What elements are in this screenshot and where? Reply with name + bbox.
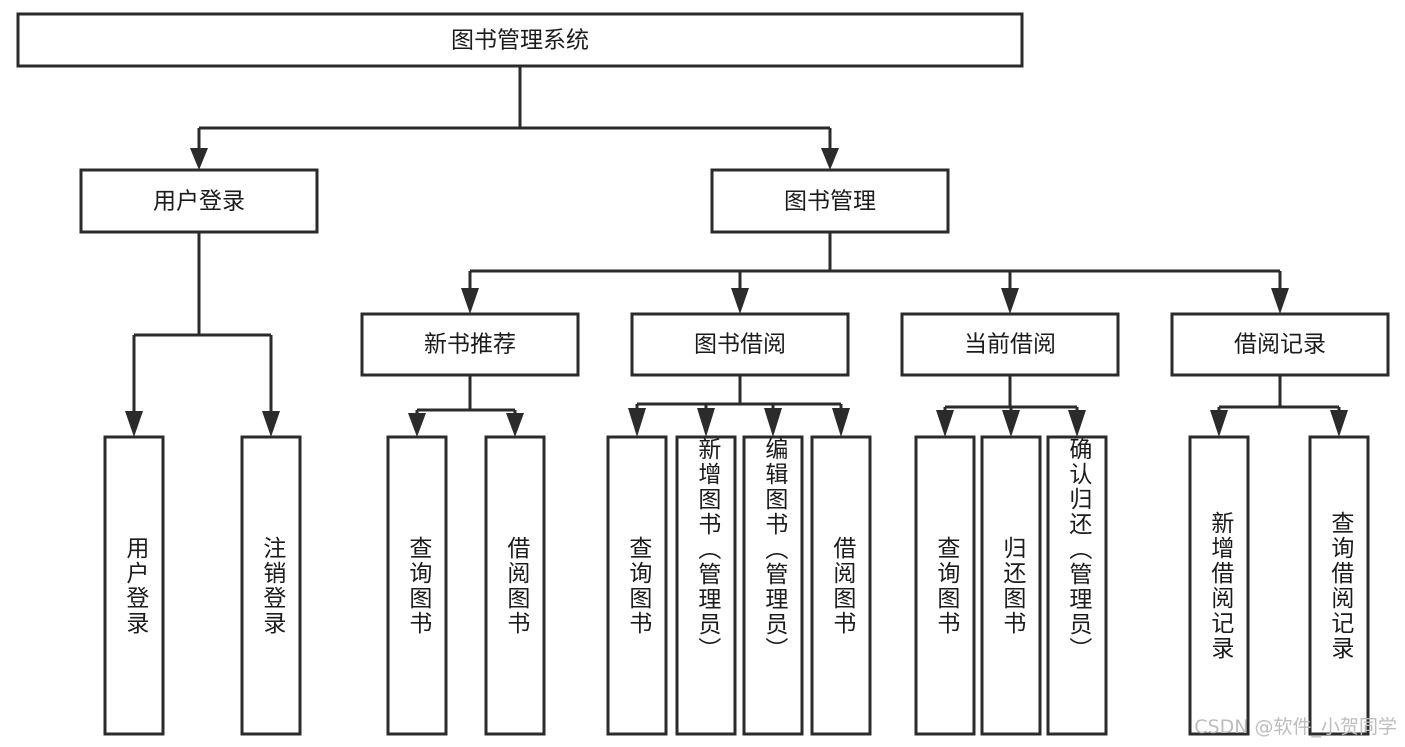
- node-new-book-rec[interactable]: 新书推荐: [360, 312, 580, 377]
- node-leaf-borrow-book-box[interactable]: [810, 435, 872, 736]
- node-leaf-edit-book-box[interactable]: [742, 435, 804, 736]
- node-user-login[interactable]: 用户登录: [79, 168, 319, 234]
- node-book-manage[interactable]: 图书管理: [710, 168, 950, 234]
- node-layer: 图书管理系统 用户登录 图书管理 新书推荐 图书借阅 当前借阅 借阅记录: [16, 12, 1390, 736]
- node-leaf-borrow-book-rec-box[interactable]: [484, 435, 546, 736]
- arrow-to-book-manage: [821, 148, 839, 170]
- node-borrow-record-box[interactable]: [1170, 312, 1390, 377]
- node-leaf-query-book-borrow-box[interactable]: [606, 435, 668, 736]
- arrow-to-borrow-record: [1271, 288, 1289, 314]
- node-current-borrow[interactable]: 当前借阅: [900, 312, 1120, 377]
- node-current-borrow-label: 当前借阅: [964, 332, 1056, 358]
- arrow-leaf-user-login: [125, 411, 143, 437]
- arrow-leaf-query-book-rec: [408, 413, 426, 437]
- node-book-borrow-label: 图书借阅: [694, 332, 786, 358]
- arrow-to-current-borrow: [1001, 288, 1019, 314]
- node-leaf-return-book-box[interactable]: [980, 435, 1042, 736]
- node-leaf-add-book-box[interactable]: [675, 435, 737, 736]
- arrow-to-user-login: [190, 148, 208, 170]
- node-root-box[interactable]: [16, 12, 1024, 68]
- arrow-leaf-query-book-borrow: [628, 408, 646, 437]
- node-leaf-confirm-return-box[interactable]: [1046, 435, 1108, 736]
- arrow-leaf-add-book: [697, 408, 715, 437]
- arrow-leaf-edit-book: [764, 408, 782, 437]
- node-new-book-rec-label: 新书推荐: [424, 332, 516, 358]
- node-book-borrow[interactable]: 图书借阅: [630, 312, 850, 377]
- arrow-leaf-borrow-book: [832, 408, 850, 437]
- node-leaf-logout-box[interactable]: [240, 435, 302, 736]
- arrow-leaf-query-book-cur: [936, 410, 954, 437]
- node-new-book-rec-box[interactable]: [360, 312, 580, 377]
- arrow-leaf-borrow-book-rec: [506, 413, 524, 437]
- node-root[interactable]: 图书管理系统: [16, 12, 1024, 68]
- arrow-to-new-book-rec: [461, 288, 479, 314]
- arrow-leaf-confirm-return: [1068, 410, 1086, 437]
- node-leaf-query-book-rec-box[interactable]: [386, 435, 448, 736]
- connector-layer: [125, 66, 1348, 437]
- node-root-label: 图书管理系统: [451, 28, 589, 54]
- node-book-manage-box[interactable]: [710, 168, 950, 234]
- node-leaf-query-book-cur-box[interactable]: [914, 435, 976, 736]
- arrow-leaf-logout: [262, 411, 280, 437]
- node-user-login-label: 用户登录: [153, 189, 245, 215]
- node-current-borrow-box[interactable]: [900, 312, 1120, 377]
- node-book-borrow-box[interactable]: [630, 312, 850, 377]
- node-book-manage-label: 图书管理: [784, 189, 876, 215]
- arrow-leaf-return-book: [1002, 410, 1020, 437]
- node-leaf-user-login-box[interactable]: [103, 435, 165, 736]
- node-borrow-record-label: 借阅记录: [1234, 332, 1326, 358]
- node-leaf-add-record-box[interactable]: [1188, 435, 1250, 736]
- node-leaf-query-record-box[interactable]: [1308, 435, 1370, 736]
- node-borrow-record[interactable]: 借阅记录: [1170, 312, 1390, 377]
- arrow-leaf-add-record: [1210, 410, 1228, 437]
- arrow-to-book-borrow: [731, 288, 749, 314]
- node-user-login-box[interactable]: [79, 168, 319, 234]
- arrow-leaf-query-record: [1330, 410, 1348, 437]
